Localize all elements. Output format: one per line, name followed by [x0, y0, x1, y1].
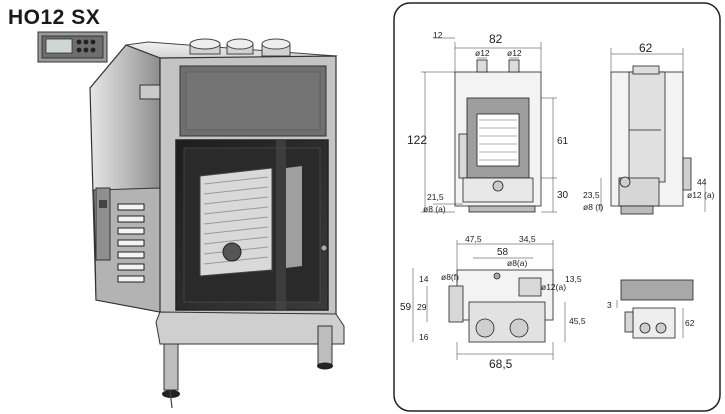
front-height-label: 122: [407, 133, 427, 147]
detail-d62-label: 62: [685, 318, 695, 328]
top-d59-label: 59: [400, 302, 412, 313]
side-view-drawing: 62 44 ø12 (a) 23,5 ø8 (f): [583, 41, 715, 215]
detail-d3-label: 3: [607, 300, 612, 310]
front-outlet-left-label: ø12: [475, 48, 490, 58]
top-d14-label: 14: [419, 274, 429, 284]
front-width-label: 82: [489, 32, 503, 46]
front-side-offset-label: 21,5: [427, 192, 444, 202]
top-width-label: 68,5: [489, 357, 513, 371]
front-base-height-label: 30: [557, 190, 569, 201]
technical-drawing-panel: 82 12 ø12 ø12 122 61 30 21,5 ø8 (a) 62: [393, 2, 721, 412]
front-glass-height-label: 61: [557, 136, 569, 147]
side-panel: [89, 44, 161, 313]
side-right-height-label: 44: [697, 177, 707, 187]
detail-view-drawing: 3 62: [607, 279, 695, 339]
top-span-label: 58: [497, 247, 509, 258]
top-d16-label: 16: [419, 332, 429, 342]
side-right-outlet-label: ø12 (a): [687, 190, 715, 200]
front-top-offset-label: 12: [433, 30, 443, 40]
base: [155, 311, 345, 409]
control-panel: [37, 31, 108, 63]
top-inlet-f-label: ø8(f): [441, 272, 459, 282]
side-left-offset-label: 23,5: [583, 190, 600, 200]
front-inlet-label: ø8 (a): [423, 204, 446, 214]
side-depth-label: 62: [639, 41, 653, 55]
product-title: HO12 SX: [8, 6, 101, 29]
top-left-offset-label: 47,5: [465, 234, 482, 244]
fireplace-illustration: [37, 31, 345, 409]
top-d29-label: 29: [417, 302, 427, 312]
top-d45-5-label: 45,5: [569, 316, 586, 326]
side-left-inlet-label: ø8 (f): [583, 202, 603, 212]
top-inlet-a-label: ø8(a): [507, 258, 527, 268]
top-d13-5-label: 13,5: [565, 274, 582, 284]
top-outlet-label: ø12(a): [541, 282, 566, 292]
front-frame: [159, 55, 337, 323]
top-right-offset-label: 34,5: [519, 234, 536, 244]
top-view-drawing: 47,5 34,5 58 ø8(a) ø8(f) ø12(a) 14 13,5 …: [400, 234, 586, 371]
front-view-drawing: 82 12 ø12 ø12 122 61 30 21,5 ø8 (a): [407, 30, 569, 214]
front-outlet-right-label: ø12: [507, 48, 522, 58]
